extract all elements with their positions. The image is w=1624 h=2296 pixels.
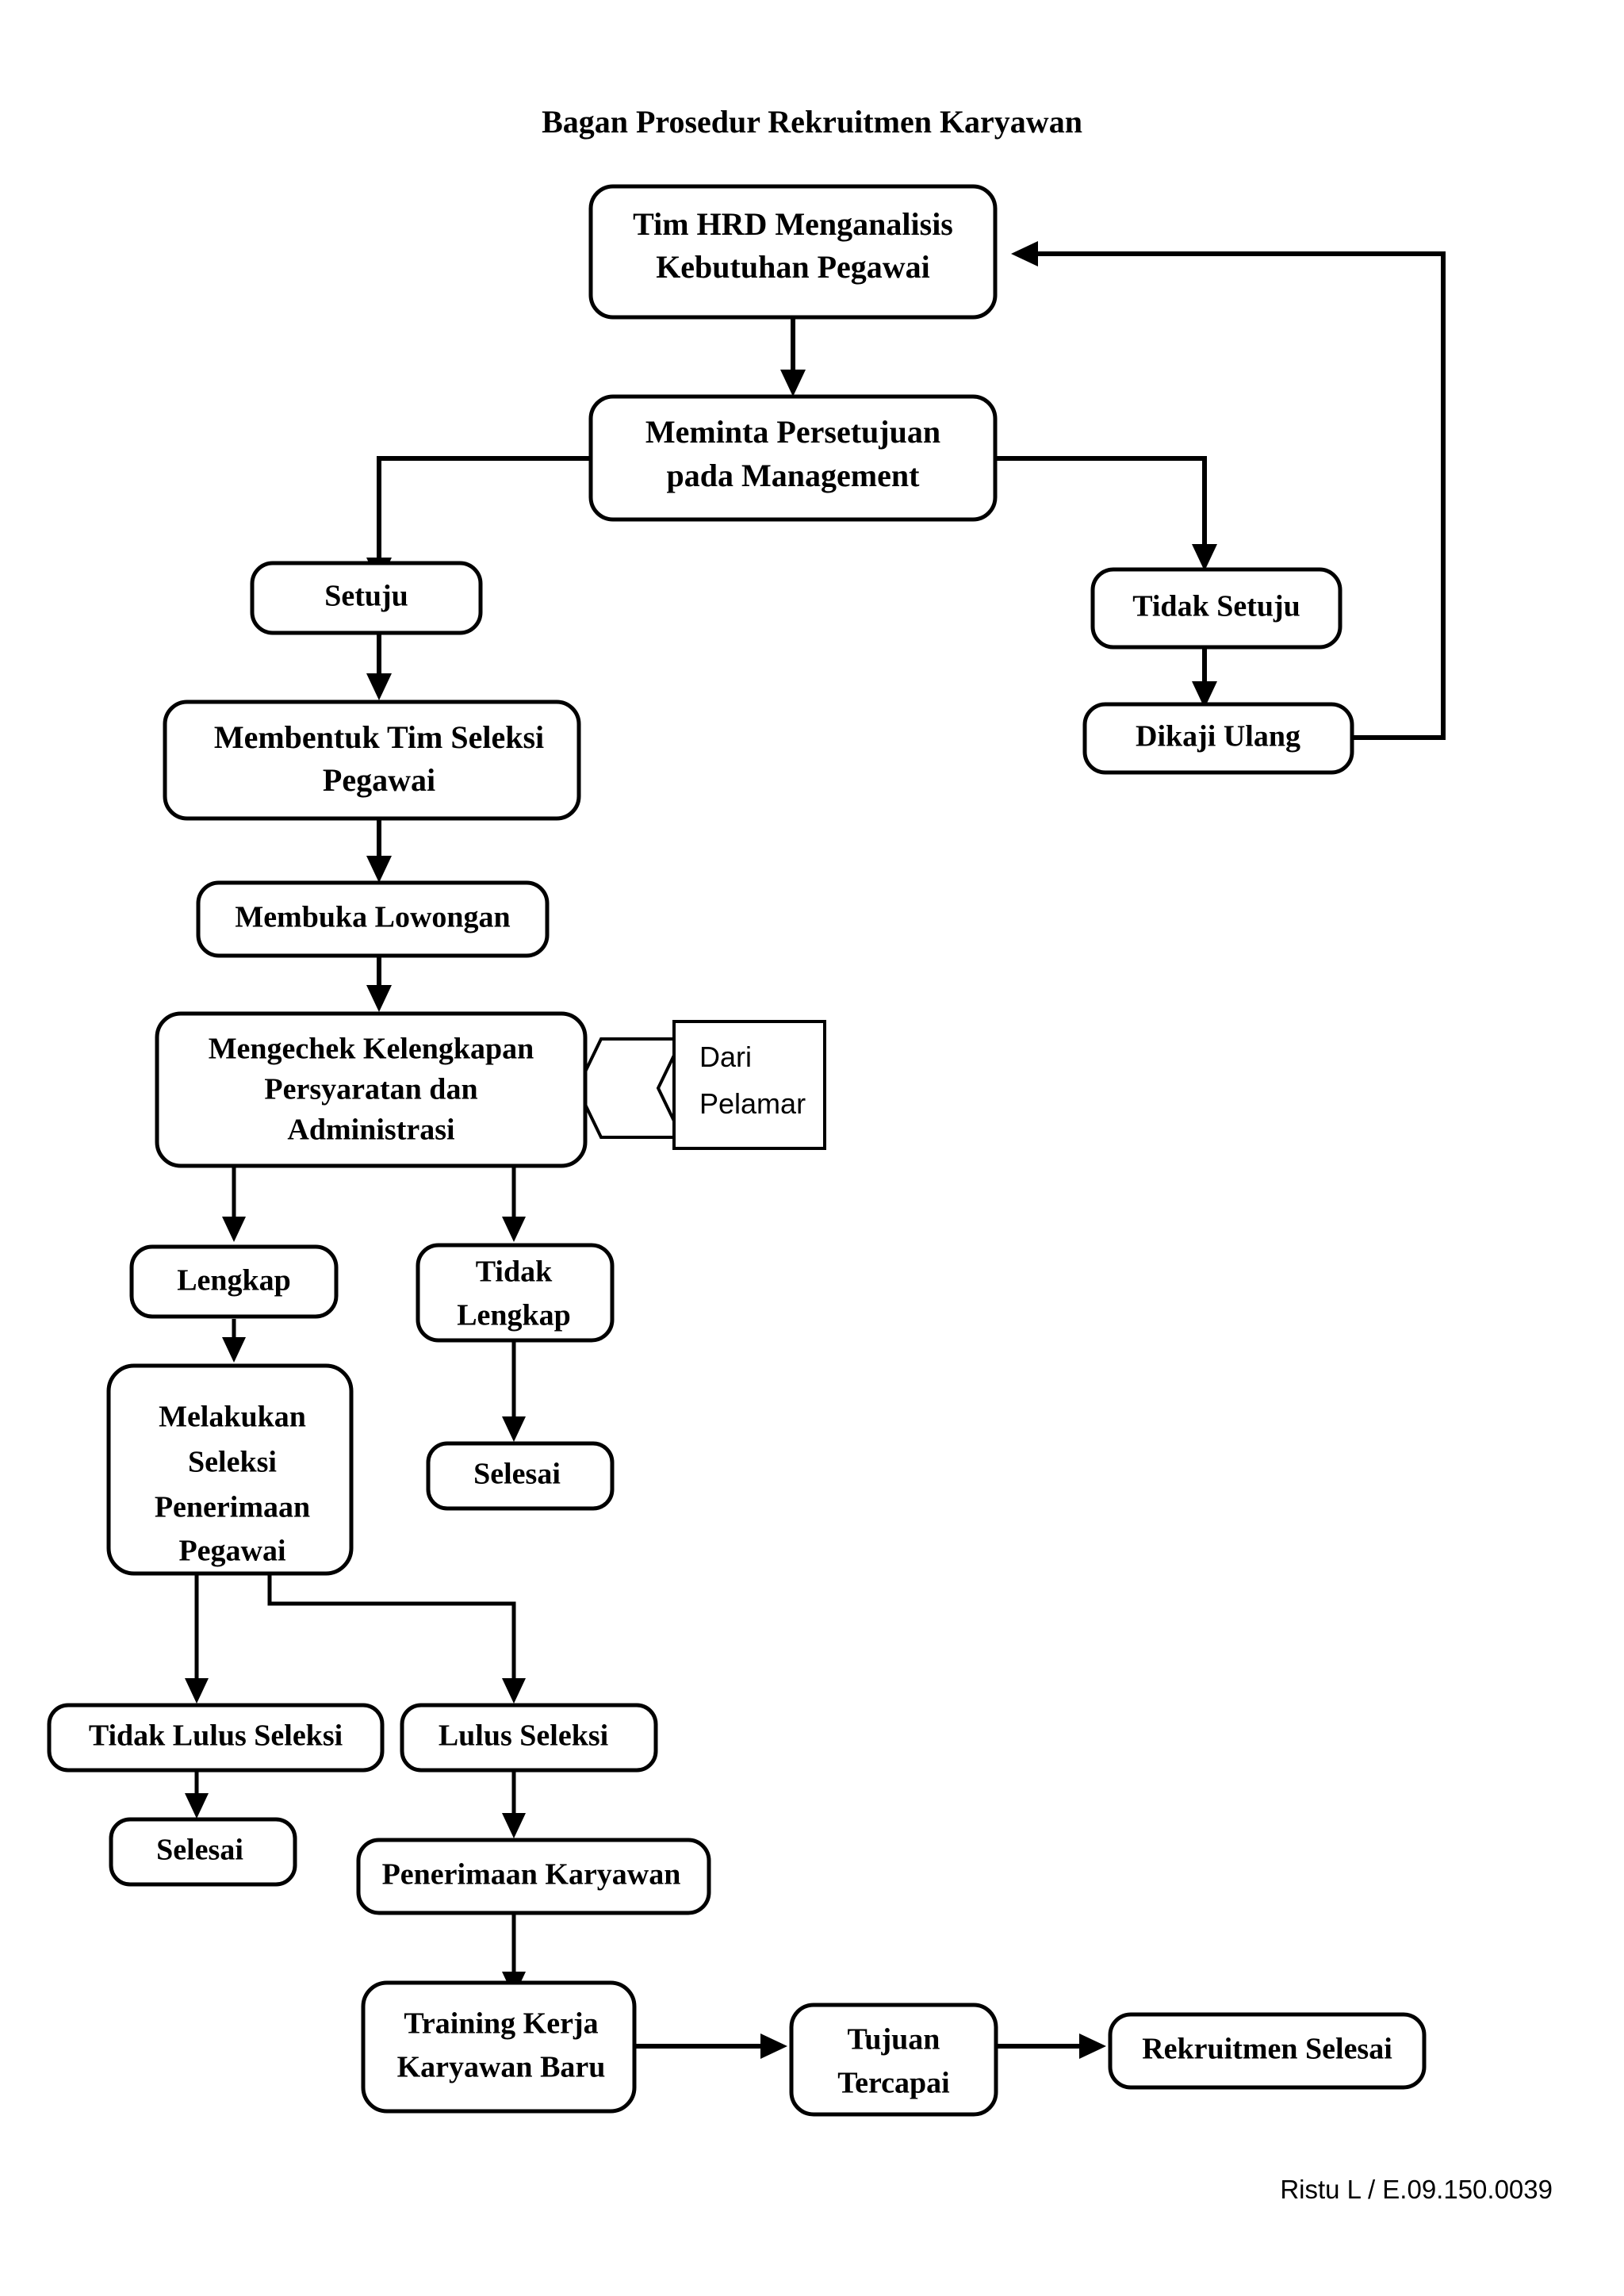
node-label-line-3: Penerimaan xyxy=(155,1491,310,1524)
node-membuka-lowongan[interactable]: Membuka Lowongan xyxy=(196,880,550,958)
node-label-line-2: Pelamar xyxy=(699,1087,806,1120)
node-tidak-lengkap[interactable]: Tidak Lengkap xyxy=(416,1243,615,1343)
node-shape[interactable] xyxy=(109,1817,297,1887)
node-shape[interactable] xyxy=(426,1441,615,1511)
node-label-line-4: Pegawai xyxy=(178,1535,285,1568)
node-melakukan-seleksi[interactable]: Melakukan Seleksi Penerimaan Pegawai xyxy=(106,1363,354,1576)
node-label: Dikaji Ulang xyxy=(1136,720,1300,753)
node-label-line-2: Tercapai xyxy=(837,2067,949,2100)
node-label-line-2: Kebutuhan Pegawai xyxy=(656,249,930,285)
node-label-line-1: Tidak xyxy=(476,1255,553,1289)
node-label: Rekruitmen Selesai xyxy=(1142,2033,1392,2066)
edge-lengkap-to-melakukan xyxy=(222,1319,246,1363)
edge-dikaji-feedback-to-hrd xyxy=(1011,241,1446,740)
node-label-line-1: Mengechek Kelengkapan xyxy=(209,1033,534,1066)
node-rekruitmen-selesai[interactable]: Rekruitmen Selesai xyxy=(1108,2012,1427,2090)
edge-mengechek-to-lengkap xyxy=(222,1166,246,1242)
node-label-line-2: Karyawan Baru xyxy=(397,2051,606,2084)
footer-credit: Ristu L / E.09.150.0039 xyxy=(1280,2175,1553,2204)
node-tim-hrd-menganalisis[interactable]: Tim HRD Menganalisis Kebutuhan Pegawai xyxy=(588,184,998,320)
node-shape[interactable] xyxy=(356,1838,711,1915)
node-shape[interactable] xyxy=(47,1703,385,1773)
node-label-line-2: Pegawai xyxy=(323,762,435,798)
node-label-line-1: Meminta Persetujuan xyxy=(645,414,940,450)
node-training-kerja[interactable]: Training Kerja Karyawan Baru xyxy=(361,1980,637,2114)
node-label-line-2: Lengkap xyxy=(457,1299,571,1332)
node-label-line-1: Tim HRD Menganalisis xyxy=(633,206,953,242)
edge-membentuk-to-membuka xyxy=(366,818,392,883)
node-shape[interactable] xyxy=(588,184,998,320)
node-label-line-1: Tujuan xyxy=(848,2023,940,2056)
node-shape[interactable] xyxy=(1082,702,1354,775)
node-shape[interactable] xyxy=(672,1020,826,1150)
node-shape[interactable] xyxy=(106,1363,354,1576)
node-label: Setuju xyxy=(324,580,408,613)
node-shape[interactable] xyxy=(361,1980,637,2114)
node-label-line-1: Melakukan xyxy=(159,1401,306,1434)
page-title: Bagan Prosedur Rekruitmen Karyawan xyxy=(542,104,1082,140)
edge-melakukan-to-lulus xyxy=(267,1572,526,1704)
node-tidak-setuju[interactable]: Tidak Setuju xyxy=(1090,567,1342,650)
node-label-line-2: pada Management xyxy=(667,458,921,493)
connector-layer xyxy=(185,241,1446,2059)
edge-membuka-to-mengechek xyxy=(366,956,392,1012)
edge-training-to-tujuan xyxy=(634,2033,787,2059)
node-label: Lengkap xyxy=(177,1264,291,1297)
node-label: Tidak Setuju xyxy=(1132,590,1300,623)
node-label-line-2: Persyaratan dan xyxy=(264,1073,477,1106)
node-dari-pelamar[interactable]: Dari Pelamar xyxy=(672,1020,826,1150)
node-shape[interactable] xyxy=(789,2003,998,2117)
node-label: Tidak Lulus Seleksi xyxy=(89,1719,343,1753)
node-selesai-administrasi[interactable]: Selesai xyxy=(426,1441,615,1511)
node-selesai-seleksi[interactable]: Selesai xyxy=(109,1817,297,1887)
node-shape[interactable] xyxy=(129,1244,339,1319)
node-meminta-persetujuan[interactable]: Meminta Persetujuan pada Management xyxy=(588,394,998,522)
node-shape[interactable] xyxy=(1090,567,1342,650)
edge-hrd-to-meminta xyxy=(780,317,806,397)
node-label-line-2: Seleksi xyxy=(188,1446,277,1479)
node-dikaji-ulang[interactable]: Dikaji Ulang xyxy=(1082,702,1354,775)
node-shape[interactable] xyxy=(250,561,483,635)
node-label-line-3: Administrasi xyxy=(287,1114,454,1147)
node-tidak-lulus-seleksi[interactable]: Tidak Lulus Seleksi xyxy=(47,1703,385,1773)
node-label: Membuka Lowongan xyxy=(235,901,510,934)
node-shape[interactable] xyxy=(588,394,998,522)
node-shape[interactable] xyxy=(163,700,581,821)
node-shape[interactable] xyxy=(155,1011,588,1168)
node-label-line-1: Training Kerja xyxy=(404,2007,598,2041)
node-shape[interactable] xyxy=(196,880,550,958)
node-lengkap[interactable]: Lengkap xyxy=(129,1244,339,1319)
edge-lulus-to-penerimaan xyxy=(502,1770,526,1838)
node-label: Selesai xyxy=(473,1458,561,1491)
node-label: Selesai xyxy=(156,1834,243,1867)
edge-meminta-to-tidak-setuju xyxy=(995,456,1217,571)
node-label-line-1: Dari xyxy=(699,1041,752,1073)
node-label: Penerimaan Karyawan xyxy=(382,1858,681,1892)
edge-setuju-to-membentuk xyxy=(366,633,392,700)
node-setuju[interactable]: Setuju xyxy=(250,561,483,635)
node-mengechek-kelengkapan[interactable]: Mengechek Kelengkapan Persyaratan dan Ad… xyxy=(155,1011,588,1168)
node-membentuk-tim-seleksi[interactable]: Membentuk Tim Seleksi Pegawai xyxy=(163,700,581,821)
node-lulus-seleksi[interactable]: Lulus Seleksi xyxy=(400,1703,658,1773)
edge-tidak-lulus-to-selesai xyxy=(185,1770,209,1819)
edge-tidak-setuju-to-dikaji xyxy=(1192,649,1217,708)
edge-melakukan-to-tidak-lulus xyxy=(185,1572,209,1704)
node-shape[interactable] xyxy=(416,1243,615,1343)
edge-dari-pelamar-to-mengechek xyxy=(575,1037,685,1139)
node-label-line-1: Membentuk Tim Seleksi xyxy=(214,719,544,755)
node-label: Lulus Seleksi xyxy=(439,1719,608,1753)
node-penerimaan-karyawan[interactable]: Penerimaan Karyawan xyxy=(356,1838,711,1915)
node-tujuan-tercapai[interactable]: Tujuan Tercapai xyxy=(789,2003,998,2117)
edge-mengechek-to-tidak-lengkap xyxy=(502,1166,526,1242)
node-shape[interactable] xyxy=(1108,2012,1427,2090)
edge-tujuan-to-rekruitmen xyxy=(996,2033,1106,2059)
node-shape[interactable] xyxy=(400,1703,658,1773)
